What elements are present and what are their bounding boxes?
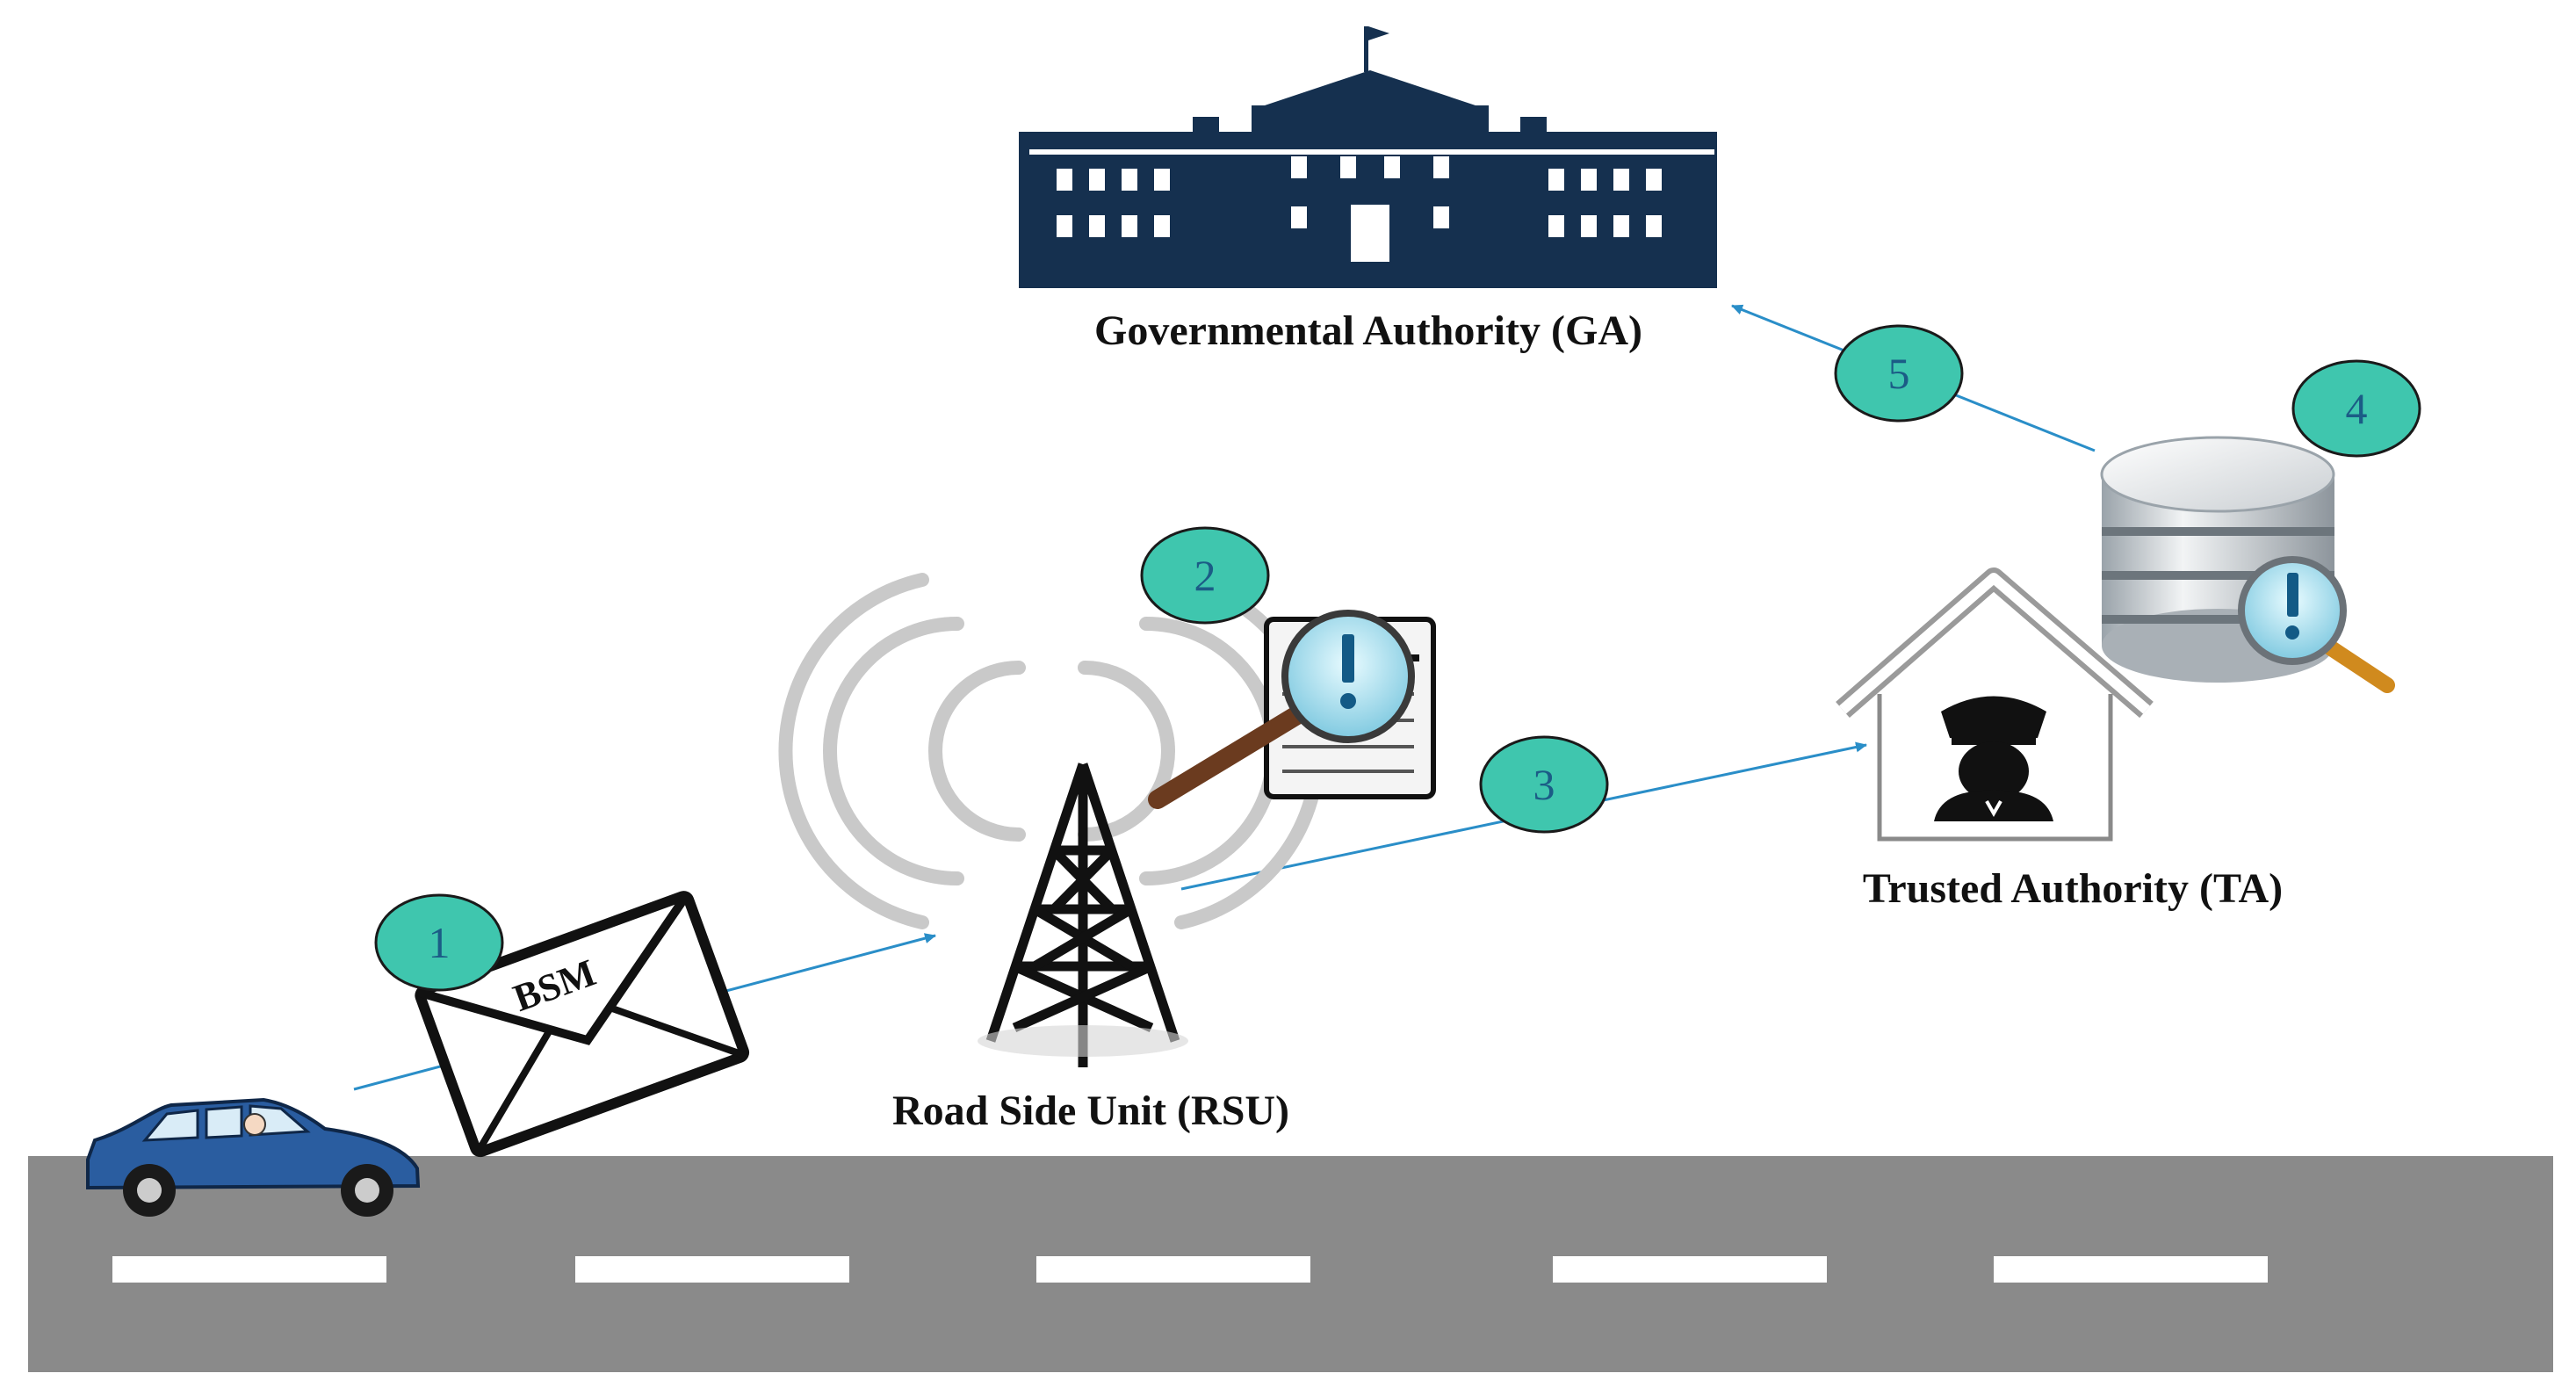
step-2-number: 2: [1194, 551, 1216, 600]
ta-label: Trusted Authority (TA): [1863, 865, 2283, 912]
lane-markings: [112, 1256, 2268, 1283]
envelope-icon: BSM: [415, 891, 750, 1158]
step-1: 1: [374, 893, 504, 992]
database-magnifier-icon: [2100, 436, 2395, 693]
rsu-label: Road Side Unit (RSU): [892, 1088, 1289, 1134]
tower-icon: [778, 573, 1325, 1067]
step-4: 4: [2291, 359, 2421, 458]
step-5-number: 5: [1888, 349, 1910, 398]
police-house-icon: [1836, 567, 2154, 842]
step-1-number: 1: [429, 918, 451, 967]
government-building-icon: [1019, 26, 1717, 288]
document-magnifier-icon: [1148, 610, 1436, 809]
step-3: 3: [1479, 735, 1609, 834]
step-5: 5: [1834, 324, 1964, 423]
road: [28, 1156, 2553, 1372]
ga-label: Governmental Authority (GA): [1094, 307, 1642, 354]
step-4-number: 4: [2346, 384, 2368, 433]
step-2: 2: [1140, 526, 1270, 625]
car-icon: [86, 1097, 421, 1217]
step-3-number: 3: [1533, 760, 1555, 809]
